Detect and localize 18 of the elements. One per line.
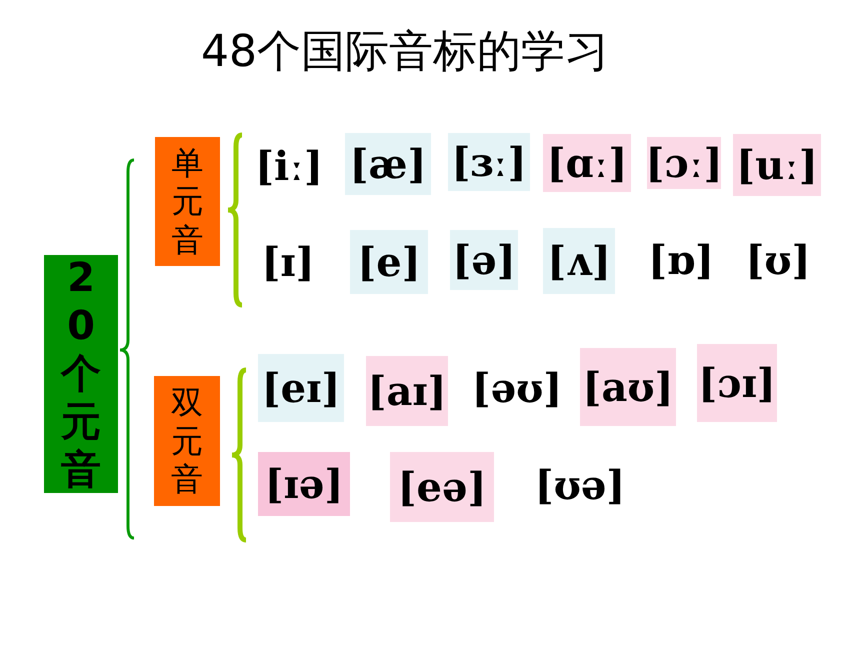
phonetic-symbol: [ɔː]: [647, 137, 721, 189]
phonetic-symbol: [ɑː]: [543, 134, 631, 192]
phonetic-symbol: [ɜː]: [448, 133, 530, 191]
phonetic-symbol: [eɪ]: [258, 354, 344, 422]
category-box: 单元音: [155, 137, 220, 266]
phonetic-symbol: [aʊ]: [580, 348, 676, 426]
phonetic-symbol: [uː]: [733, 134, 821, 196]
phonetic-symbol: [aɪ]: [366, 356, 448, 426]
phonetic-symbol: [ɔɪ]: [697, 344, 777, 422]
category-box: 20个元音: [44, 255, 118, 493]
phonetic-symbol: [e]: [350, 230, 428, 294]
category-box: 双元音: [154, 376, 220, 506]
phonetic-symbol: [ʌ]: [543, 228, 615, 294]
phonetic-symbol: [ə]: [450, 230, 518, 290]
phonetic-symbol: [eə]: [390, 452, 494, 522]
phonetic-symbol: [æ]: [345, 133, 431, 195]
phonetic-symbol: [ɪə]: [258, 452, 350, 516]
title: 48个国际音标的学习: [200, 25, 610, 79]
